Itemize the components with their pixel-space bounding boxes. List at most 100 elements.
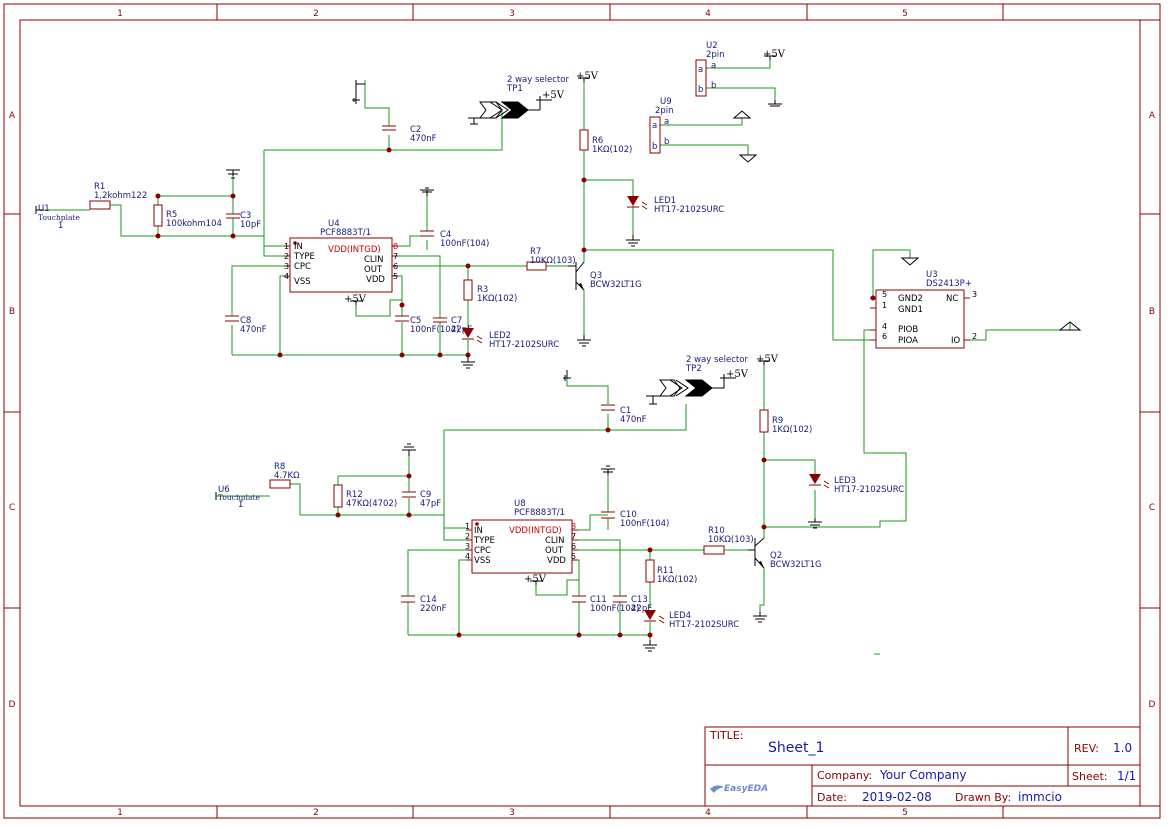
- resistor-r11: R11 1KΩ(102): [645, 559, 697, 585]
- u8-pin-3: 3: [465, 542, 470, 551]
- q3-value: BCW32LT1G: [590, 280, 642, 290]
- u8-pin-clin: CLIN: [545, 536, 565, 546]
- u3-pin-3: 3: [972, 290, 977, 299]
- u1-value: Touchplate: [38, 213, 80, 222]
- u4-pin-cpc: CPC: [294, 262, 311, 272]
- r7-value: 10KΩ(103): [530, 256, 576, 266]
- row-b-left: B: [9, 307, 15, 317]
- rev-label: REV:: [1074, 742, 1099, 755]
- u8-pin-cpc: CPC: [474, 546, 491, 556]
- r9-ref: R9: [772, 416, 783, 426]
- c9-ref: C9: [420, 490, 431, 500]
- r10-ref: R10: [708, 526, 725, 536]
- u9-pin-b: b: [652, 142, 657, 152]
- resistor-r8: R8 4.7KΩ: [269, 462, 300, 489]
- c3-value: 10pF: [240, 220, 261, 230]
- u3-ref: U3: [926, 270, 938, 280]
- u8-pin-in: IN: [474, 526, 483, 536]
- c7-value: 22pF: [451, 325, 472, 335]
- capacitor-c2: C2 470nF: [382, 125, 437, 144]
- capacitor-c8: C8 470nF: [225, 315, 267, 335]
- c11-ref: C11: [590, 595, 607, 605]
- u8-pin-6: 6: [571, 542, 576, 551]
- sheet-frame: [3, 3, 1161, 819]
- vcc-label: +5V: [726, 369, 749, 380]
- u4-pin-8: 8: [393, 242, 398, 251]
- logo-text: EasyEDA: [724, 784, 768, 794]
- connector-u9: U9 2pin a b a b: [649, 97, 674, 154]
- r11-value: 1KΩ(102): [657, 575, 697, 585]
- c2-ref: C2: [410, 125, 421, 135]
- c10-ref: C10: [620, 510, 637, 520]
- c1-value: 470nF: [620, 415, 647, 425]
- c8-ref: C8: [240, 316, 251, 326]
- title-block: TITLE: Sheet_1 REV: 1.0 Company: Your Co…: [704, 726, 1141, 807]
- u2-net-a: a: [711, 61, 716, 71]
- u3-pin-4: 4: [882, 322, 887, 331]
- r3-value: 1KΩ(102): [477, 294, 517, 304]
- c14-ref: C14: [420, 595, 437, 605]
- ground-icon: [577, 335, 591, 347]
- ground-icon: [626, 235, 640, 247]
- r9-value: 1KΩ(102): [772, 425, 812, 435]
- u3-pin-6: 6: [882, 332, 887, 341]
- vcc-label: +5V: [542, 90, 565, 101]
- vcc-label: +5V: [524, 574, 547, 585]
- led-led2: LED2 HT17-2102SURC: [462, 328, 559, 350]
- u2-ref: U2: [706, 41, 718, 51]
- date-label: Date:: [817, 791, 847, 804]
- q2-value: BCW32LT1G: [770, 560, 822, 570]
- row-a-left: A: [9, 111, 16, 121]
- vcc-label: +5V: [756, 354, 779, 365]
- capacitor-c1: C1 470nF: [601, 404, 647, 425]
- sheet-value: 1/1: [1117, 769, 1136, 783]
- vcc-symbol: +5V: [756, 354, 779, 365]
- u8-pin-vdd-intgd: VDD(INTGD): [509, 526, 562, 536]
- r12-ref: R12: [346, 490, 363, 500]
- u3-value: DS2413P+: [926, 279, 972, 289]
- led1-ref: LED1: [654, 196, 676, 206]
- ground-icon: [420, 187, 434, 196]
- u8-pin-out: OUT: [545, 546, 564, 556]
- u4-pin-vss: VSS: [294, 277, 311, 287]
- tp1-value: 2 way selector: [507, 75, 569, 85]
- selector-tp1: +5V 2 way selector TP1: [468, 75, 569, 125]
- date-value: 2019-02-08: [862, 790, 932, 804]
- capacitor-c11: C11 100nF(104): [572, 595, 639, 614]
- ground-icon: [732, 110, 752, 119]
- u3-pin-piob: PIOB: [898, 325, 918, 335]
- col-1-bottom: 1: [117, 808, 123, 818]
- u4-pin-1: 1: [284, 242, 289, 251]
- r7-ref: R7: [530, 247, 541, 257]
- col-1-top: 1: [117, 9, 123, 19]
- transistor-q3: Q3 BCW32LT1G: [568, 261, 642, 291]
- connector-u2: U2 2pin a b a b: [695, 41, 725, 97]
- u6-pin: 1: [238, 500, 243, 510]
- r5-ref: R5: [166, 210, 177, 220]
- col-3-bottom: 3: [509, 808, 515, 818]
- row-markers: A B C D A B C D: [9, 111, 1156, 710]
- u8-pin-5: 5: [571, 552, 576, 561]
- easyeda-logo: EasyEDA: [710, 784, 768, 794]
- c2-value: 470nF: [410, 134, 437, 144]
- led-led4: LED4 HT17-2102SURC: [644, 610, 739, 630]
- c5-value: 100nF(104): [410, 325, 459, 335]
- tp1-ref: TP1: [506, 84, 523, 94]
- tp2-ref: TP2: [685, 364, 702, 374]
- led4-ref: LED4: [669, 611, 691, 621]
- led-led1: LED1 HT17-2102SURC: [627, 196, 724, 215]
- vcc-label: +5V: [344, 294, 367, 305]
- vcc-label: +5V: [763, 49, 786, 60]
- led3-ref: LED3: [834, 476, 856, 486]
- row-c-right: C: [1149, 503, 1155, 513]
- row-a-right: A: [1149, 111, 1156, 121]
- c8-value: 470nF: [240, 325, 267, 335]
- c1-ref: C1: [620, 406, 631, 416]
- resistor-r9: R9 1KΩ(102): [759, 409, 812, 435]
- transistor-q2: Q2 BCW32LT1G: [748, 537, 822, 570]
- resistor-r12: R12 47KΩ(4702): [333, 484, 397, 509]
- sheet-label: Sheet:: [1072, 770, 1108, 783]
- u2-net-b: b: [711, 81, 716, 91]
- r6-value: 1KΩ(102): [592, 145, 632, 155]
- r1-ref: R1: [94, 182, 105, 192]
